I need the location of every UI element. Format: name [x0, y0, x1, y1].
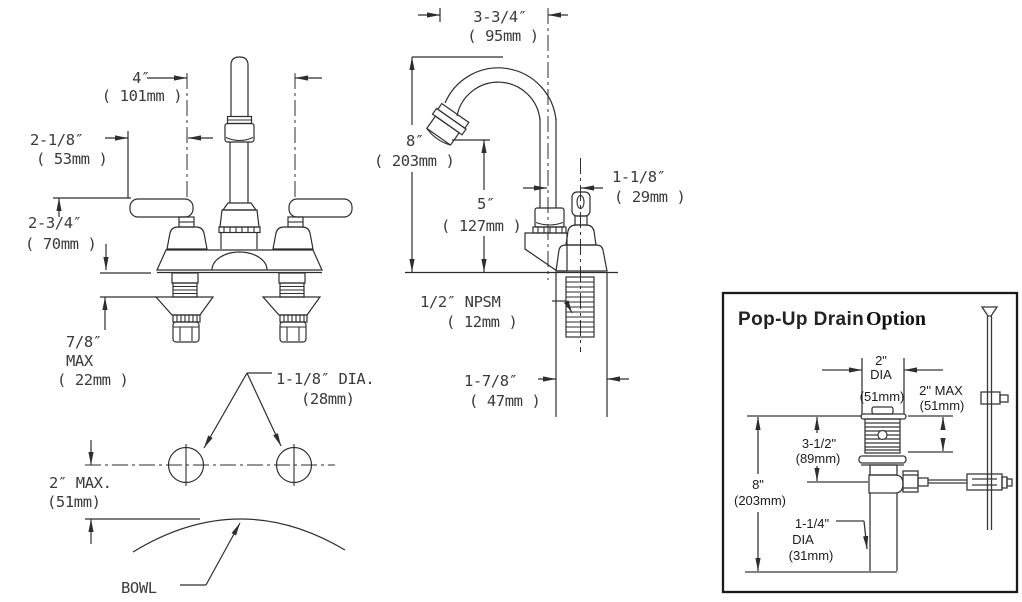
- dim-flange-dia-label: DIA: [870, 367, 892, 382]
- dim-drain-height-mm: (203mm): [734, 493, 786, 508]
- handle-side: [555, 191, 608, 272]
- dim-drain-height-inches: 8": [752, 477, 764, 492]
- dim-spout-reach: 3-3/4″ ( 95mm ): [418, 8, 568, 45]
- spout-base-knurl: [537, 227, 563, 233]
- popup-drain-box: Pop-Up Drain Option: [721, 291, 1019, 594]
- dim-adjustment: 2" MAX (51mm): [908, 383, 965, 453]
- dim-reach-mm: ( 95mm ): [467, 27, 538, 45]
- dim-height-mm: ( 203mm ): [374, 152, 454, 170]
- ball-rod-nut: [902, 470, 929, 493]
- dim-pipe-dia-label: DIA: [792, 532, 814, 547]
- dim-flange-inches: 2": [875, 353, 887, 368]
- pivot-rod: [928, 479, 967, 484]
- dim-outlet-inches: 5″: [477, 195, 495, 213]
- clevis-strap: [966, 473, 1013, 491]
- shank-left: [154, 272, 215, 343]
- rod-bracket: [980, 391, 1009, 405]
- dim-deck-inches: 7/8″: [66, 333, 102, 351]
- dim-spread-mm: ( 101mm ): [102, 87, 182, 105]
- dim-bowl-offset: 2″ MAX. (51mm): [47, 440, 200, 544]
- dim-hole-diameter: 1-1/8″ DIA. (28mm): [203, 370, 375, 449]
- washer-hatch-right: [283, 315, 305, 322]
- dim-base-inches: 1-7/8″: [464, 372, 518, 390]
- overflow-hole: [877, 429, 888, 441]
- spout-front: [218, 56, 261, 249]
- popup-title-regular: Pop-Up Drain: [738, 309, 864, 330]
- dim-base-mm: ( 47mm ): [469, 392, 540, 410]
- dim-handle-height-mm: ( 70mm ): [25, 235, 96, 253]
- lift-rod: [966, 306, 1013, 530]
- dim-body-inches: 3-1/2": [802, 436, 837, 451]
- dim-body-mm: (89mm): [796, 451, 841, 466]
- dim-adjust-inches: 2" MAX: [919, 383, 963, 398]
- dim-adjust-mm: (51mm): [920, 398, 965, 413]
- dim-thread-mm: ( 12mm ): [446, 313, 517, 331]
- dim-base-width: 1-7/8″ ( 47mm ): [464, 273, 629, 417]
- dim-handle-length-mm: ( 53mm ): [36, 150, 107, 168]
- top-view: 1-1/8″ DIA. (28mm) 2″ MAX. (51mm) BOWL: [47, 370, 375, 597]
- popup-title-bold: Option: [866, 308, 926, 330]
- dim-handle-width-mm: ( 29mm ): [614, 188, 685, 206]
- dim-thread-callout: 1/2″ NPSM ( 12mm ): [420, 293, 573, 331]
- dim-thread-label: 1/2″ NPSM: [420, 293, 500, 311]
- handle-left: [129, 198, 208, 250]
- handle-right: [272, 198, 353, 250]
- dim-offset-inches: 2″ MAX.: [49, 474, 112, 492]
- dim-outlet-mm: ( 127mm ): [441, 217, 521, 235]
- aerator: [425, 102, 470, 146]
- dim-reach-inches: 3-3/4″: [473, 8, 527, 26]
- dim-handle-width: 1-1/8″ ( 29mm ): [523, 168, 686, 206]
- dim-outlet-height: 5″ ( 127mm ): [441, 139, 522, 272]
- dim-pipe-inches: 1-1/4": [795, 516, 830, 531]
- dim-spout-height: 8″ ( 203mm ): [374, 56, 503, 272]
- front-view: 4″ ( 101mm ) 2-1/8″ ( 53mm ) 2-3/4″ ( 70…: [25, 56, 353, 389]
- dim-spread: 4″ ( 101mm ): [102, 69, 322, 105]
- dim-height-inches: 8″: [406, 132, 424, 150]
- dim-deck-thickness: 7/8″ MAX ( 22mm ): [57, 272, 156, 389]
- drain-assembly: [858, 406, 967, 571]
- bowl-label: BOWL: [121, 579, 157, 597]
- bowl-outline: BOWL: [121, 518, 346, 597]
- dim-handle-length: 2-1/8″ ( 53mm ): [30, 131, 213, 198]
- dim-drain-body-height: 3-1/2" (89mm): [747, 415, 868, 483]
- dim-offset-mm: (51mm): [47, 493, 101, 511]
- dim-handle-length-inches: 2-1/8″: [30, 131, 84, 149]
- shank-right: [261, 272, 322, 343]
- dim-deck-mm: ( 22mm ): [57, 371, 128, 389]
- handle-centerlines: [186, 73, 296, 200]
- spout-knurl-ticks: [223, 227, 255, 233]
- mounting-holes: [167, 444, 313, 486]
- dim-flange-diameter: 2" DIA (51mm): [822, 353, 943, 414]
- dim-pipe-mm: (31mm): [789, 548, 834, 563]
- side-view: 3-3/4″ ( 95mm ) 8″ ( 203mm ) 5″ ( 127mm …: [374, 8, 686, 417]
- dim-handle-height: 2-3/4″ ( 70mm ): [25, 197, 131, 270]
- dim-handle-width-inches: 1-1/8″: [612, 168, 666, 186]
- washer-hatch-left: [176, 315, 198, 322]
- dim-drain-height: 8" (203mm): [734, 417, 897, 573]
- dim-deck-max: MAX: [66, 352, 94, 370]
- dim-hole-mm: (28mm): [301, 390, 355, 408]
- dim-pipe-diameter: 1-1/4" DIA (31mm): [789, 516, 869, 563]
- dim-flange-mm: (51mm): [860, 389, 905, 404]
- dim-hole-inches: 1-1/8″ DIA.: [276, 370, 374, 388]
- tailpipe: [869, 493, 898, 571]
- faucet-body: [156, 249, 323, 274]
- dim-handle-height-inches: 2-3/4″: [28, 214, 82, 232]
- dim-spread-inches: 4″: [132, 69, 150, 87]
